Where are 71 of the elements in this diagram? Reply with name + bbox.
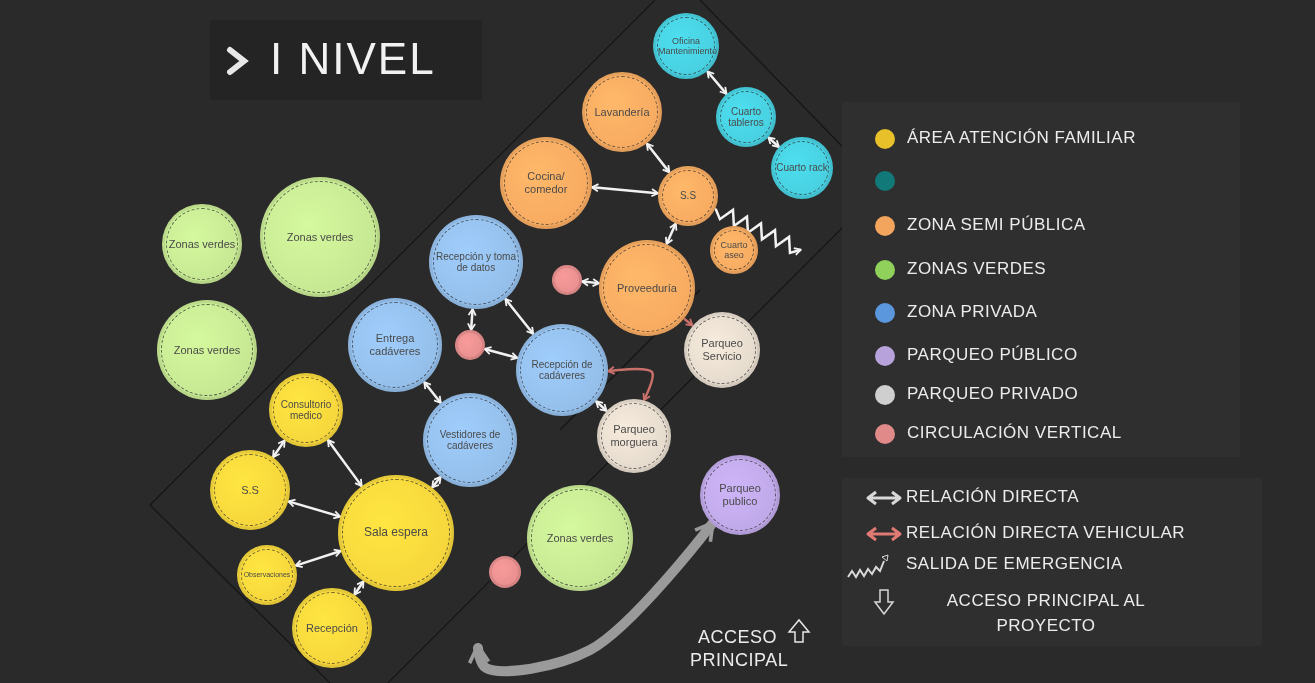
zone-circle [716,87,776,147]
room-label: Entrega cadáveres [368,332,422,358]
arrow [683,317,694,327]
double-arrow [664,222,678,245]
zone-circle [710,226,758,274]
zone-circle [516,324,608,416]
room-label: Cuarto rack [776,162,828,174]
circulation-circle [489,556,521,588]
zone-circle [771,137,833,199]
zone-circle [269,373,343,447]
room-label: Zonas verdes [173,343,241,357]
room-label: Parqueo Servicio [700,337,744,363]
circulation-circle [552,265,582,295]
room-label: Recepción y toma de datos [434,250,517,274]
double-arrow [581,277,601,288]
circulation-circle [455,330,485,360]
zone-circle [429,215,523,309]
legend-label: ÁREA ATENCIÓN FAMILIAR [907,128,1136,148]
room-label: Vestidores de cadáveres [438,428,502,452]
room-label: Proveeduría [617,281,677,295]
double-arrow [353,580,365,596]
room-label: Zonas verdes [168,237,236,251]
room-label: Zonas verdes [546,531,614,545]
zone-circle [237,545,297,605]
legend-label: PARQUEO PRIVADO [907,384,1079,404]
double-arrow [591,183,659,198]
double-arrow [287,498,342,520]
title: I NIVEL [270,34,436,84]
room-label: Sala espera [363,526,428,540]
double-arrow [607,365,654,402]
room-label: Consultorio medico [279,398,333,422]
double-arrow [645,142,671,174]
room-label: Cuarto aseo [719,239,749,261]
room-label: Cocina/ comedor [523,170,569,196]
legend-label: RELACIÓN DIRECTA [906,487,1079,507]
double-arrow [504,297,535,335]
zone-circle [348,298,442,392]
room-label: Zonas verdes [286,230,354,244]
double-arrow [294,548,342,569]
zone-circle [653,13,719,79]
room-label: S.S [679,190,697,202]
double-arrow [431,475,442,489]
zone-circle [658,166,718,226]
arrow [714,207,802,256]
double-arrow [327,439,363,487]
double-arrow [467,308,477,331]
legend-label: ACCESO PRINCIPAL AL PROYECTO [945,590,1147,637]
legend-label: ZONA SEMI PÚBLICA [907,215,1086,235]
zone-circle [500,137,592,229]
double-arrow [423,381,442,404]
legend-label: CIRCULACIÓN VERTICAL [907,423,1122,443]
double-arrow [767,136,780,148]
legend-label: SALIDA DE EMERGENCIA [906,554,1123,574]
double-arrow [595,400,608,412]
room-label: Cuarto tableros [727,105,765,129]
double-arrow [467,519,717,677]
legend-label: ZONA PRIVADA [907,302,1038,322]
double-arrow [706,70,728,95]
room-label: Lavandería [594,105,650,119]
room-label: Recepción [306,621,358,635]
zone-circle [597,399,671,473]
double-arrow [483,346,519,361]
room-label: Parqueo publico [718,482,762,508]
legend-label: ZONAS VERDES [907,259,1047,279]
legend-label: PARQUEO PÚBLICO [907,345,1078,365]
room-label: Parqueo morguera [609,423,659,449]
legend-label: RELACIÓN DIRECTA VEHICULAR [906,523,1186,543]
room-label: Recepción de cadáveres [530,358,594,382]
room-label: S.S [241,483,259,497]
zone-circle [582,72,662,152]
double-arrow [272,439,286,459]
